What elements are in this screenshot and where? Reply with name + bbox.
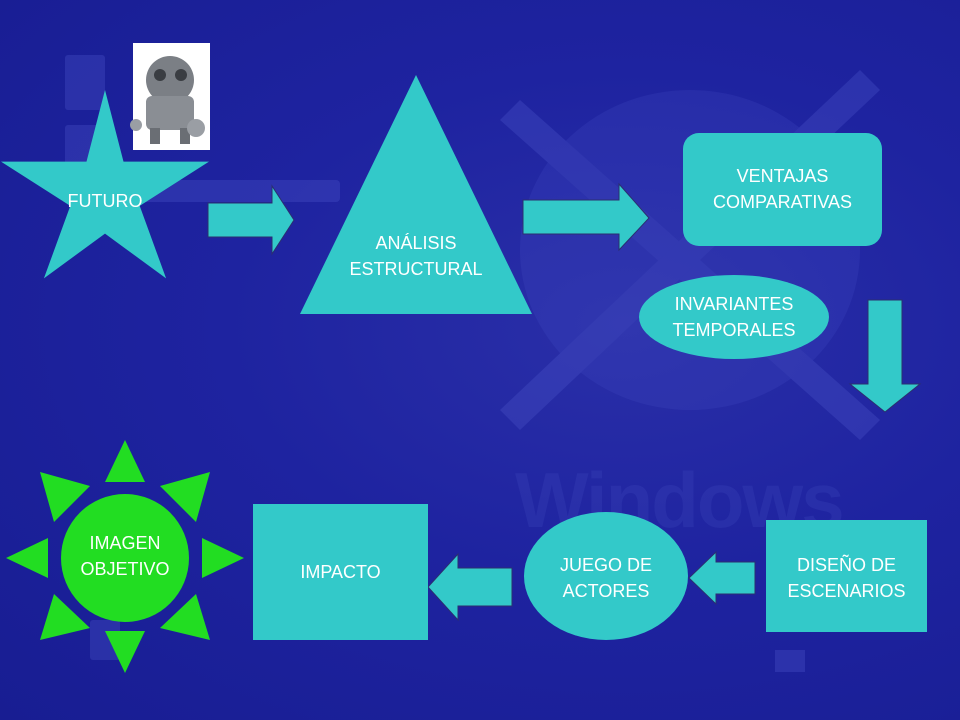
- arrow-escenarios-to-juego: [688, 550, 756, 606]
- ventajas-box: [683, 133, 882, 246]
- analisis-triangle: [300, 75, 532, 314]
- imagen-sun: [6, 440, 244, 673]
- arrow-down-to-escenarios: [848, 299, 922, 413]
- diseno-box: [766, 520, 927, 632]
- invariantes-ellipse: [639, 275, 829, 359]
- robot-image: [130, 43, 210, 150]
- arrow-futuro-to-analisis: [207, 184, 295, 256]
- futuro-star: [1, 90, 209, 279]
- arrow-analisis-to-ventajas: [522, 182, 650, 252]
- impacto-box: [253, 504, 428, 640]
- juego-ellipse: [524, 512, 688, 640]
- arrow-juego-to-impacto: [427, 552, 513, 622]
